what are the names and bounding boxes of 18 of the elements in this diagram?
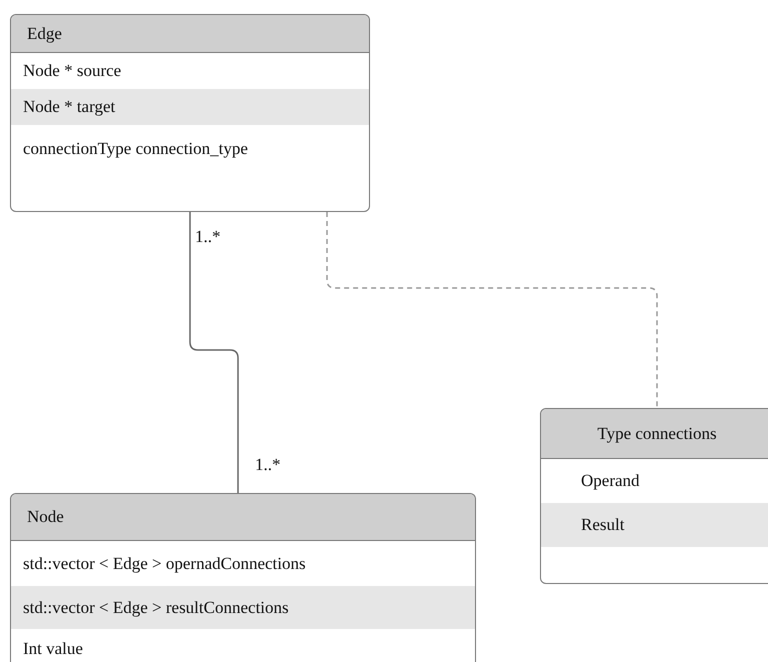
class-name: Node (11, 494, 475, 541)
attribute-row: Node * target (11, 89, 369, 125)
class-box (540, 408, 768, 584)
attribute-row: std::vector < Edge > resultConnections (11, 586, 475, 629)
attribute-row-text: Operand (580, 470, 641, 492)
class-name: Edge (11, 15, 369, 53)
class-box (10, 14, 370, 212)
multiplicity-label: 1..* (255, 456, 280, 473)
class-box (10, 493, 476, 662)
multiplicity-label: 1..* (195, 228, 220, 245)
attribute-row-text: std::vector < Edge > opernadConnections (22, 552, 307, 575)
class-name: Type connections (541, 409, 768, 459)
dashed-connector (326, 212, 658, 408)
attribute-row-text: connectionType connection_type (22, 138, 249, 160)
attribute-row: Result (541, 503, 768, 547)
connector-line (189, 212, 239, 493)
attribute-row-text: Int value (22, 638, 84, 660)
attribute-row-text: Node * source (22, 60, 122, 82)
